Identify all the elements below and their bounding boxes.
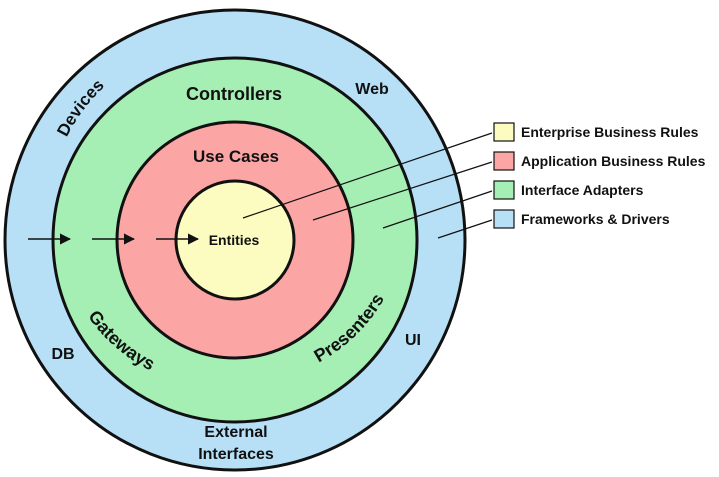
leader-line-frameworks bbox=[437, 219, 493, 239]
legend-item-enterprise: Enterprise Business Rules bbox=[493, 122, 699, 142]
legend-label-frameworks: Frameworks & Drivers bbox=[521, 211, 670, 227]
leader-line-adapters bbox=[382, 190, 493, 229]
leader-line-application bbox=[312, 161, 493, 221]
external-interfaces-label-line2: Interfaces bbox=[198, 446, 274, 463]
controllers-label: Controllers bbox=[186, 84, 282, 104]
web-label: Web bbox=[355, 81, 389, 98]
legend-swatch-enterprise bbox=[493, 122, 515, 142]
use-cases-label: Use Cases bbox=[193, 147, 279, 166]
legend-item-adapters: Interface Adapters bbox=[493, 180, 644, 200]
legend: Enterprise Business Rules Application Bu… bbox=[493, 122, 706, 229]
legend-swatch-frameworks bbox=[493, 209, 515, 229]
leader-line-enterprise bbox=[242, 132, 493, 219]
legend-item-frameworks: Frameworks & Drivers bbox=[493, 209, 670, 229]
ui-label: UI bbox=[405, 332, 421, 349]
legend-label-application: Application Business Rules bbox=[521, 153, 706, 169]
legend-label-enterprise: Enterprise Business Rules bbox=[521, 124, 699, 140]
db-label: DB bbox=[51, 346, 74, 363]
legend-item-application: Application Business Rules bbox=[493, 151, 706, 171]
legend-swatch-application bbox=[493, 151, 515, 171]
entities-label: Entities bbox=[209, 232, 260, 248]
legend-swatch-adapters bbox=[493, 180, 515, 200]
external-interfaces-label-line1: External bbox=[204, 424, 267, 441]
legend-label-adapters: Interface Adapters bbox=[521, 182, 644, 198]
